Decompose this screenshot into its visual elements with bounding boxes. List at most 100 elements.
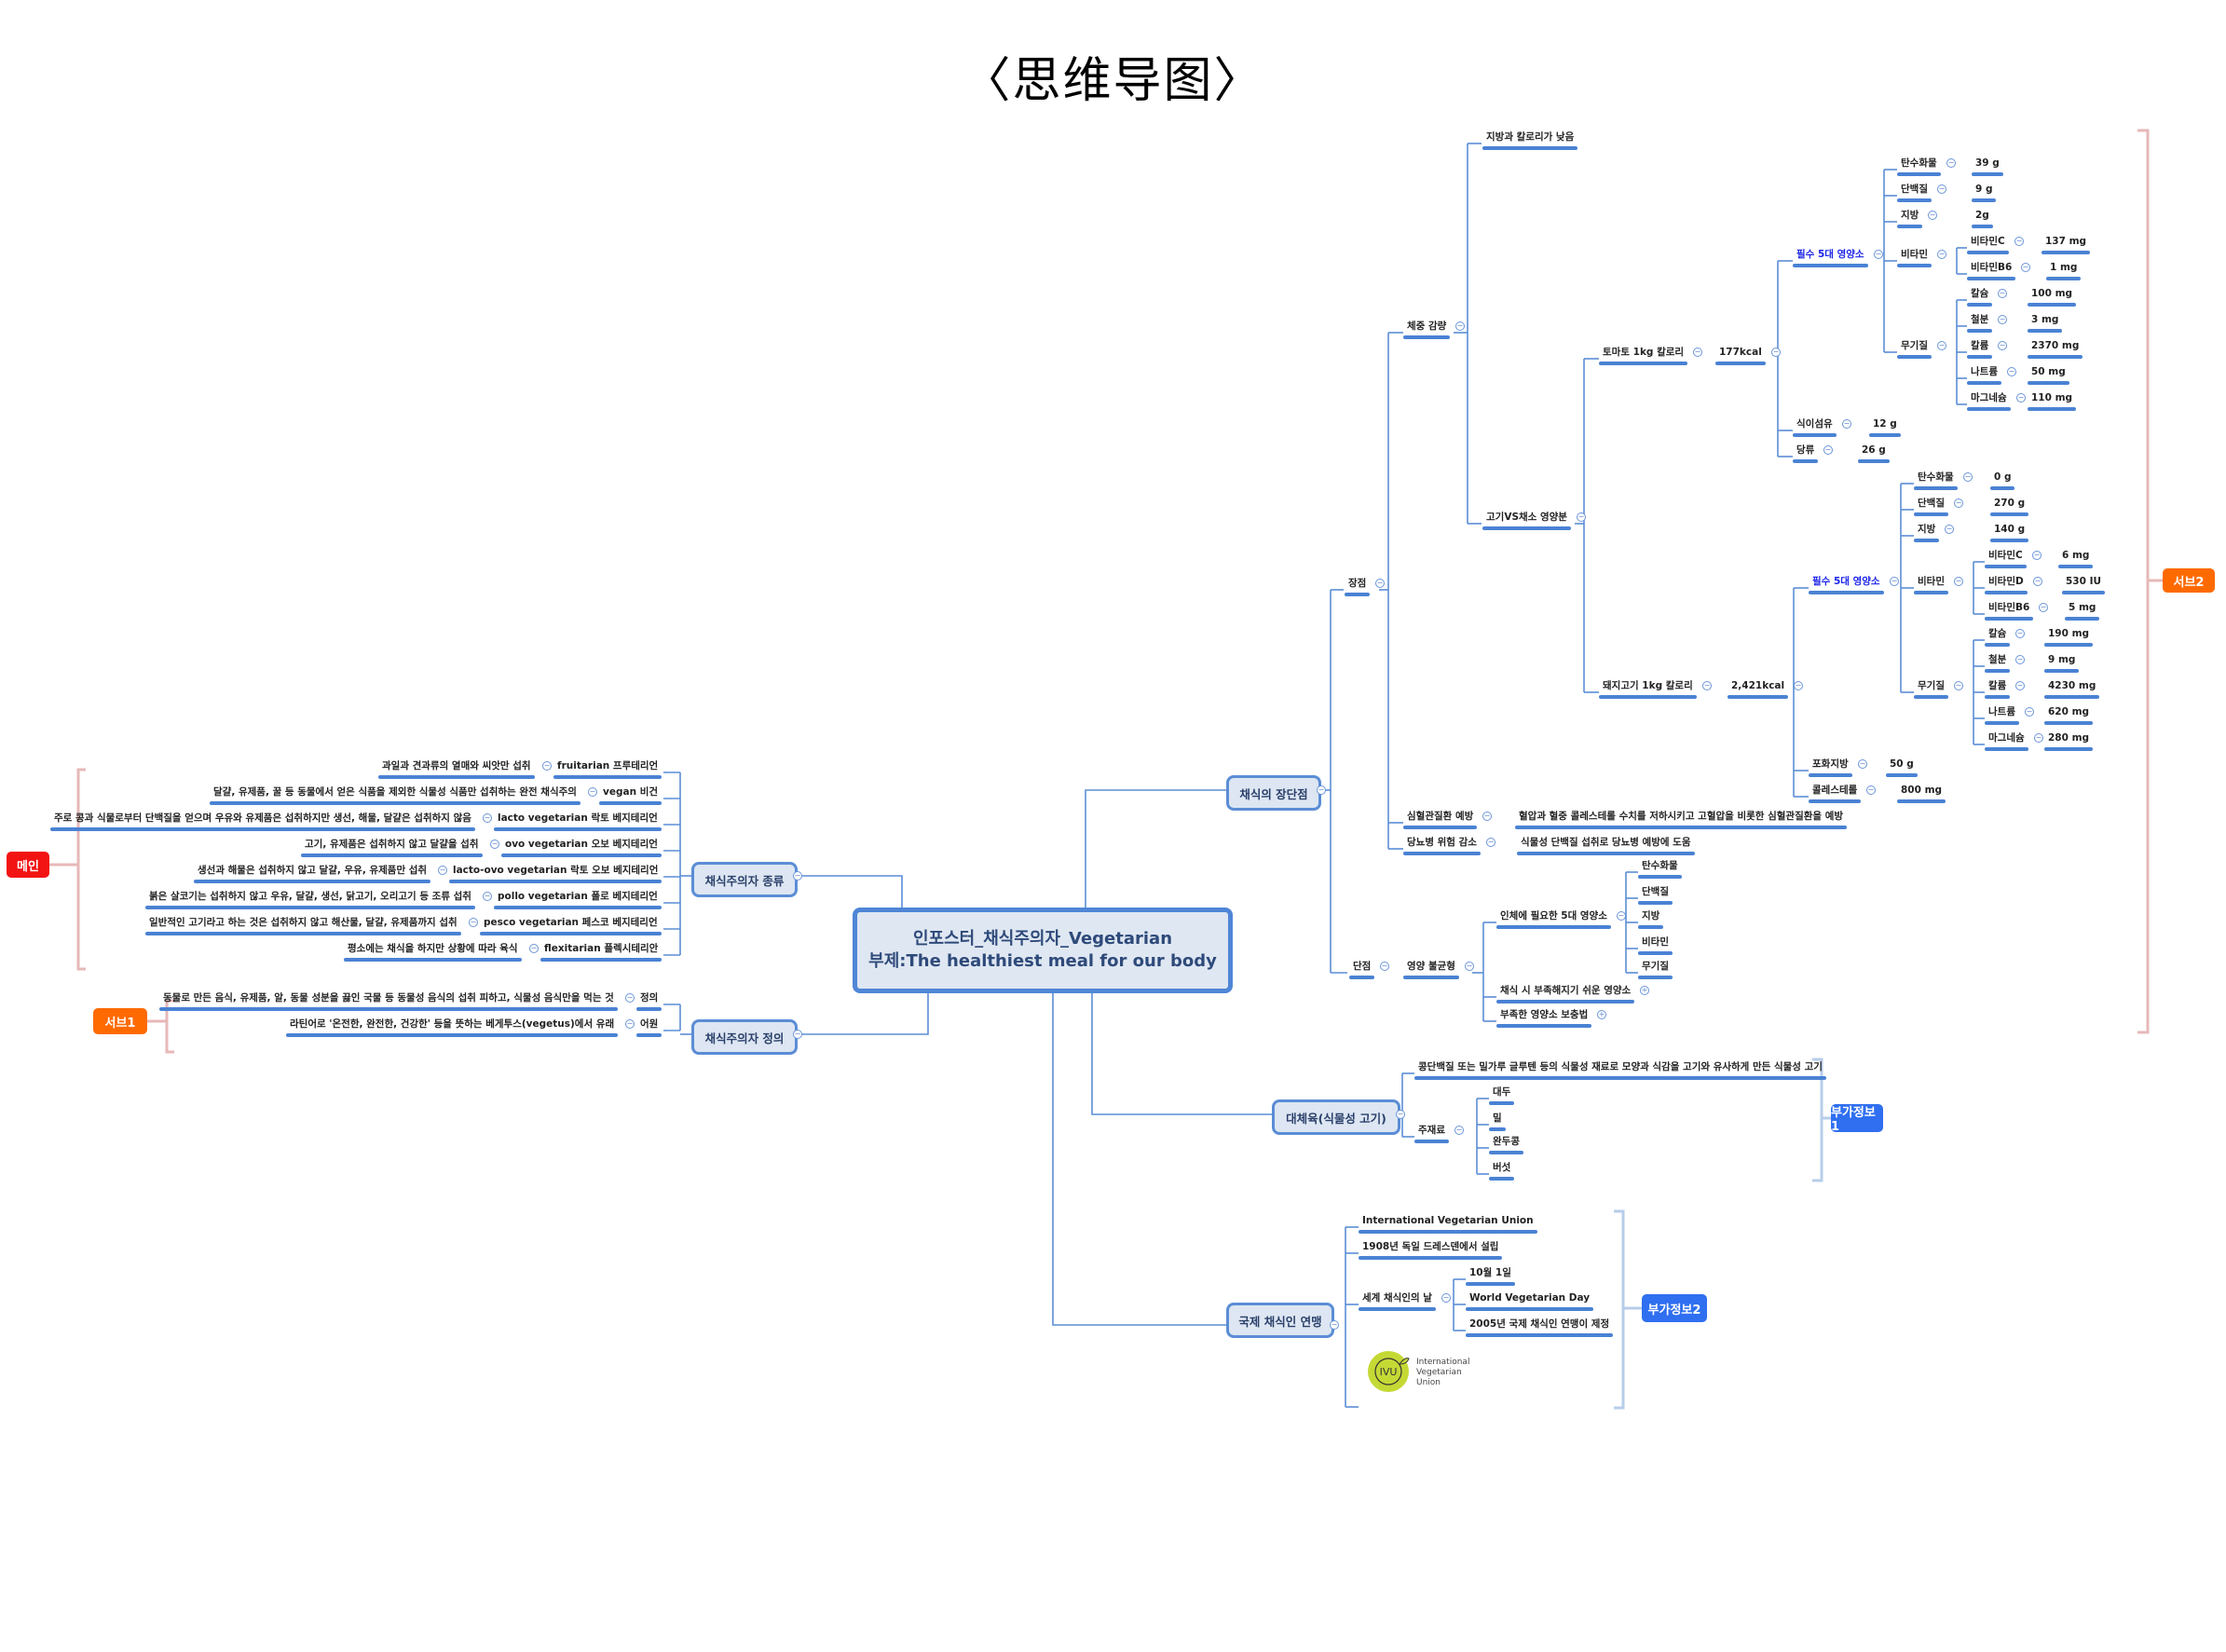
nutrient-value[interactable]: 2g — [1972, 210, 1993, 228]
nutrient-value[interactable]: 280 mg — [2043, 732, 2094, 751]
topic-vegetarian-definition[interactable]: 채식주의자 정의 — [691, 1019, 798, 1055]
nutrient-name[interactable]: 마그네슘 — [1967, 392, 2011, 411]
nutrient-name[interactable]: 칼슘 — [1966, 288, 1993, 307]
collapse-toggle-icon[interactable]: − — [1577, 512, 1586, 522]
collapse-toggle-icon[interactable]: − — [490, 840, 499, 849]
needed-nutrient-item[interactable]: 탄수화물 — [1638, 860, 1682, 879]
pros-node[interactable]: 장점 — [1344, 578, 1371, 596]
type-description[interactable]: 과일과 견과류의 열매와 씨앗만 섭취 — [378, 760, 535, 779]
topic-vegetarian-types[interactable]: 채식주의자 종류 — [691, 862, 798, 897]
collapse-toggle-icon[interactable]: − — [1954, 681, 1963, 690]
nutrient-value[interactable]: 140 g — [1989, 524, 2029, 542]
nutrient-value[interactable]: 9 g — [1971, 184, 1998, 202]
nutrient-value[interactable]: 26 g — [1858, 444, 1890, 463]
lacking-nutrients-node[interactable]: 채식 시 부족해지기 쉬운 영양소 — [1495, 985, 1635, 1003]
collapse-toggle-icon[interactable]: − — [1617, 911, 1626, 921]
nutrient-name[interactable]: 비타민C — [1985, 550, 2027, 568]
collapse-toggle-icon[interactable]: − — [1465, 962, 1474, 971]
nutrient-name[interactable]: 지방 — [1896, 210, 1923, 228]
diabetes-text[interactable]: 식물성 단백질 섭취로 당뇨병 예방에 도움 — [1517, 837, 1694, 855]
nutrient-value[interactable]: 6 mg — [2057, 550, 2094, 568]
tomato-calorie-node[interactable]: 토마토 1kg 칼로리 — [1598, 347, 1688, 365]
ingredient-item[interactable]: 버섯 — [1488, 1162, 1515, 1181]
type-description[interactable]: 달걀, 유제품, 꿀 등 동물에서 얻은 식품을 제외한 식물성 식품만 섭취하… — [210, 786, 580, 805]
nutrient-value[interactable]: 50 mg — [2028, 366, 2069, 385]
nutrient-name[interactable]: 식이섬유 — [1793, 418, 1837, 437]
diabetes-node[interactable]: 당뇨병 위험 감소 — [1403, 837, 1481, 855]
nutrient-name[interactable]: 단백질 — [1897, 184, 1932, 202]
vegetarian-day-item[interactable]: 2005년 국제 채식인 연맹이 제정 — [1465, 1318, 1614, 1337]
collapse-toggle-icon[interactable]: − — [2021, 263, 2030, 272]
collapse-toggle-icon[interactable]: − — [1693, 348, 1702, 357]
collapse-toggle-icon[interactable]: − — [2034, 733, 2043, 743]
collapse-toggle-icon[interactable]: − — [2007, 367, 2016, 376]
collapse-toggle-icon[interactable]: − — [1771, 348, 1781, 357]
type-description[interactable]: 고기, 유제품은 섭취하지 않고 달걀을 섭취 — [301, 839, 482, 857]
nutrient-value[interactable]: 9 mg — [2043, 654, 2080, 673]
type-description[interactable]: 생선과 해물은 섭취하지 않고 달걀, 우유, 유제품만 섭취 — [193, 865, 431, 883]
nutrient-value[interactable]: 4230 mg — [2043, 680, 2100, 699]
nutrient-name[interactable]: 칼슘 — [1984, 628, 2011, 647]
nutrient-name[interactable]: 당류 — [1792, 444, 1819, 463]
collapse-toggle-icon[interactable]: − — [1890, 577, 1899, 586]
nutrient-value[interactable]: 39 g — [1972, 157, 2003, 176]
low-fat-node[interactable]: 지방과 칼로리가 낮음 — [1482, 131, 1578, 150]
needed-nutrient-item[interactable]: 비타민 — [1638, 936, 1673, 955]
collapse-toggle-icon[interactable]: − — [1954, 498, 1963, 508]
nutrient-name[interactable]: 비타민B6 — [1984, 602, 2034, 621]
cardio-node[interactable]: 심혈관질환 예방 — [1402, 811, 1478, 829]
type-name[interactable]: ovo vegetarian 오보 베지테리언 — [501, 839, 662, 857]
type-name[interactable]: vegan 비건 — [598, 786, 662, 805]
type-description[interactable]: 평소에는 채식을 하지만 상황에 따라 육식 — [344, 943, 521, 962]
mineral-node[interactable]: 무기질 — [1897, 340, 1932, 359]
mineral-node[interactable]: 무기질 — [1914, 680, 1948, 699]
nutrient-name[interactable]: 칼륨 — [1966, 340, 1993, 359]
meat-substitute-description[interactable]: 콩단백질 또는 밀가루 글루텐 등의 식물성 재료로 모양과 식감을 고기와 유… — [1414, 1061, 1826, 1080]
collapse-toggle-icon[interactable]: − — [1375, 579, 1385, 588]
type-name[interactable]: lacto vegetarian 락토 베지테리언 — [494, 812, 662, 831]
topic-pros-cons[interactable]: 채식의 장단점 — [1226, 775, 1321, 811]
collapse-toggle-icon[interactable]: − — [2025, 707, 2034, 717]
expand-toggle-icon[interactable]: + — [1640, 986, 1649, 995]
vegetarian-day-node[interactable]: 세계 채식인의 날 — [1359, 1292, 1436, 1311]
tomato-five-nutrients[interactable]: 필수 5대 영양소 — [1793, 249, 1868, 267]
nutrient-name[interactable]: 철분 — [1966, 314, 1993, 333]
nutrient-name[interactable]: 나트륨 — [1967, 366, 2001, 385]
collapse-toggle-icon[interactable]: − — [1998, 289, 2007, 298]
ingredient-item[interactable]: 대두 — [1488, 1086, 1515, 1105]
nutrient-value[interactable]: 110 mg — [2027, 392, 2077, 411]
nutrient-name[interactable]: 칼륨 — [1984, 680, 2011, 699]
nutrient-value[interactable]: 0 g — [1989, 471, 2016, 490]
collapse-toggle-icon[interactable]: − — [1380, 962, 1389, 971]
collapse-toggle-icon[interactable]: − — [1858, 759, 1867, 769]
type-description[interactable]: 일반적인 고기라고 하는 것은 섭취하지 않고 해산물, 달걀, 유제품까지 섭… — [145, 917, 461, 935]
etymology-label[interactable]: 어원 — [635, 1018, 662, 1037]
collapse-toggle-icon[interactable]: − — [542, 761, 552, 771]
nutrient-name[interactable]: 단백질 — [1914, 498, 1948, 516]
collapse-toggle-icon[interactable]: − — [1874, 250, 1883, 259]
collapse-toggle-icon[interactable]: − — [1486, 838, 1495, 847]
collapse-toggle-icon[interactable]: − — [1998, 315, 2007, 324]
collapse-toggle-icon[interactable]: − — [1928, 211, 1937, 220]
type-description[interactable]: 붉은 살코기는 섭취하지 않고 우유, 달걀, 생선, 닭고기, 오리고기 등 … — [145, 891, 475, 909]
collapse-toggle-icon[interactable]: − — [625, 1019, 635, 1029]
ivu-founded-node[interactable]: 1908년 독일 드레스덴에서 설립 — [1358, 1241, 1503, 1260]
needed-nutrients-node[interactable]: 인체에 필요한 5대 영양소 — [1496, 910, 1611, 929]
collapse-toggle-icon[interactable]: − — [793, 871, 802, 881]
ingredient-item[interactable]: 완두콩 — [1489, 1136, 1523, 1154]
nutrient-name[interactable]: 지방 — [1913, 524, 1940, 542]
nutrient-name[interactable]: 마그네슘 — [1985, 732, 2028, 751]
type-name[interactable]: lacto-ovo vegetarian 락토 오보 베지테리언 — [448, 865, 662, 883]
collapse-toggle-icon[interactable]: − — [2015, 655, 2025, 664]
collapse-toggle-icon[interactable]: − — [1482, 812, 1492, 821]
collapse-toggle-icon[interactable]: − — [2014, 237, 2024, 246]
collapse-toggle-icon[interactable]: − — [1441, 1293, 1451, 1303]
collapse-toggle-icon[interactable]: − — [483, 813, 492, 823]
collapse-toggle-icon[interactable]: − — [1937, 341, 1946, 350]
needed-nutrient-item[interactable]: 단백질 — [1638, 886, 1673, 905]
vitamin-node[interactable]: 비타민 — [1914, 576, 1948, 594]
expand-toggle-icon[interactable]: + — [1597, 1010, 1606, 1019]
vegetarian-day-item[interactable]: World Vegetarian Day — [1465, 1292, 1594, 1311]
nutrient-name[interactable]: 비타민B6 — [1966, 262, 2016, 280]
tomato-kcal-value[interactable]: 177kcal — [1715, 347, 1766, 365]
